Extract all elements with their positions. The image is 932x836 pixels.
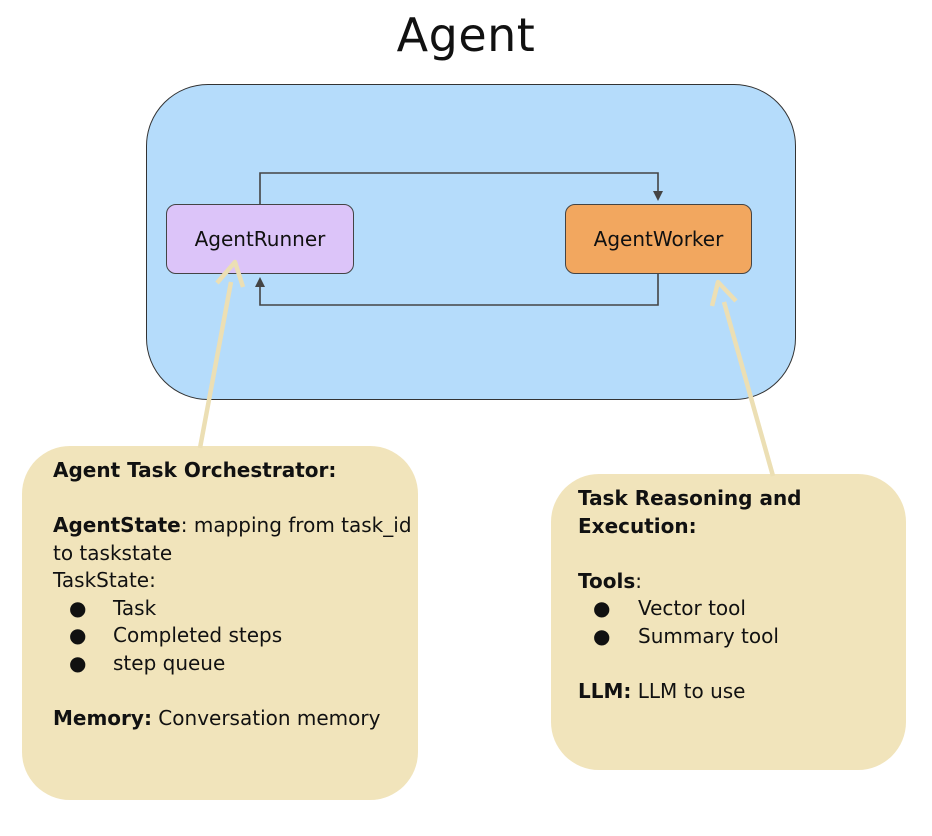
llm-text: LLM to use: [631, 678, 746, 703]
taskstate-list: ● Task ● Completed steps ● step queue: [53, 595, 418, 678]
agent-worker-node: AgentWorker: [565, 204, 752, 274]
runner-to-worker-edge: [259, 172, 663, 204]
taskstate-item: Task: [113, 595, 157, 620]
agent-worker-label: AgentWorker: [593, 227, 724, 251]
bullet-icon: ●: [69, 650, 87, 675]
agentstate-label: AgentState: [53, 513, 181, 537]
reasoning-heading: Task Reasoning and Execution:: [578, 486, 802, 538]
diagram-title: Agent: [396, 8, 536, 62]
bullet-icon: ●: [593, 596, 611, 620]
memory-text: Conversation memory: [151, 705, 381, 730]
tools-list: ● Vector tool ● Summary tool: [578, 595, 906, 650]
tool-item: Summary tool: [638, 623, 779, 648]
agentstate-line: AgentState: mapping from task_id to task…: [53, 512, 418, 567]
bullet-icon: ●: [69, 595, 87, 620]
tools-line: Tools:: [578, 568, 906, 596]
tools-label: Tools: [578, 568, 636, 593]
llm-label: LLM:: [578, 678, 632, 703]
taskstate-item: Completed steps: [113, 623, 283, 647]
reasoning-note: Task Reasoning and Execution: Tools: ● Ve…: [551, 474, 906, 770]
worker-pointer-arrow: [709, 279, 776, 477]
orchestrator-note: Agent Task Orchestrator: AgentState: map…: [22, 446, 418, 800]
list-item: ● step queue: [53, 650, 418, 678]
agent-runner-node: AgentRunner: [166, 204, 354, 274]
taskstate-item: step queue: [113, 650, 226, 675]
agent-runner-label: AgentRunner: [194, 227, 326, 251]
list-item: ● Task: [53, 595, 418, 623]
runner-pointer-arrow: [197, 259, 246, 449]
worker-to-runner-edge: [255, 274, 659, 306]
list-item: ● Summary tool: [578, 623, 906, 651]
list-item: ● Completed steps: [53, 622, 418, 650]
list-item: ● Vector tool: [578, 595, 906, 623]
bullet-icon: ●: [69, 623, 87, 647]
orchestrator-heading: Agent Task Orchestrator:: [53, 458, 337, 482]
agentstate-text: : mapping from task_id to taskstate: [53, 513, 412, 565]
memory-label: Memory:: [53, 705, 152, 730]
tool-item: Vector tool: [638, 596, 746, 620]
bullet-icon: ●: [593, 623, 611, 648]
tools-colon: :: [635, 568, 642, 593]
taskstate-label: TaskState:: [53, 568, 156, 592]
memory-line: Memory: Conversation memory: [53, 705, 418, 733]
llm-line: LLM: LLM to use: [578, 678, 906, 706]
